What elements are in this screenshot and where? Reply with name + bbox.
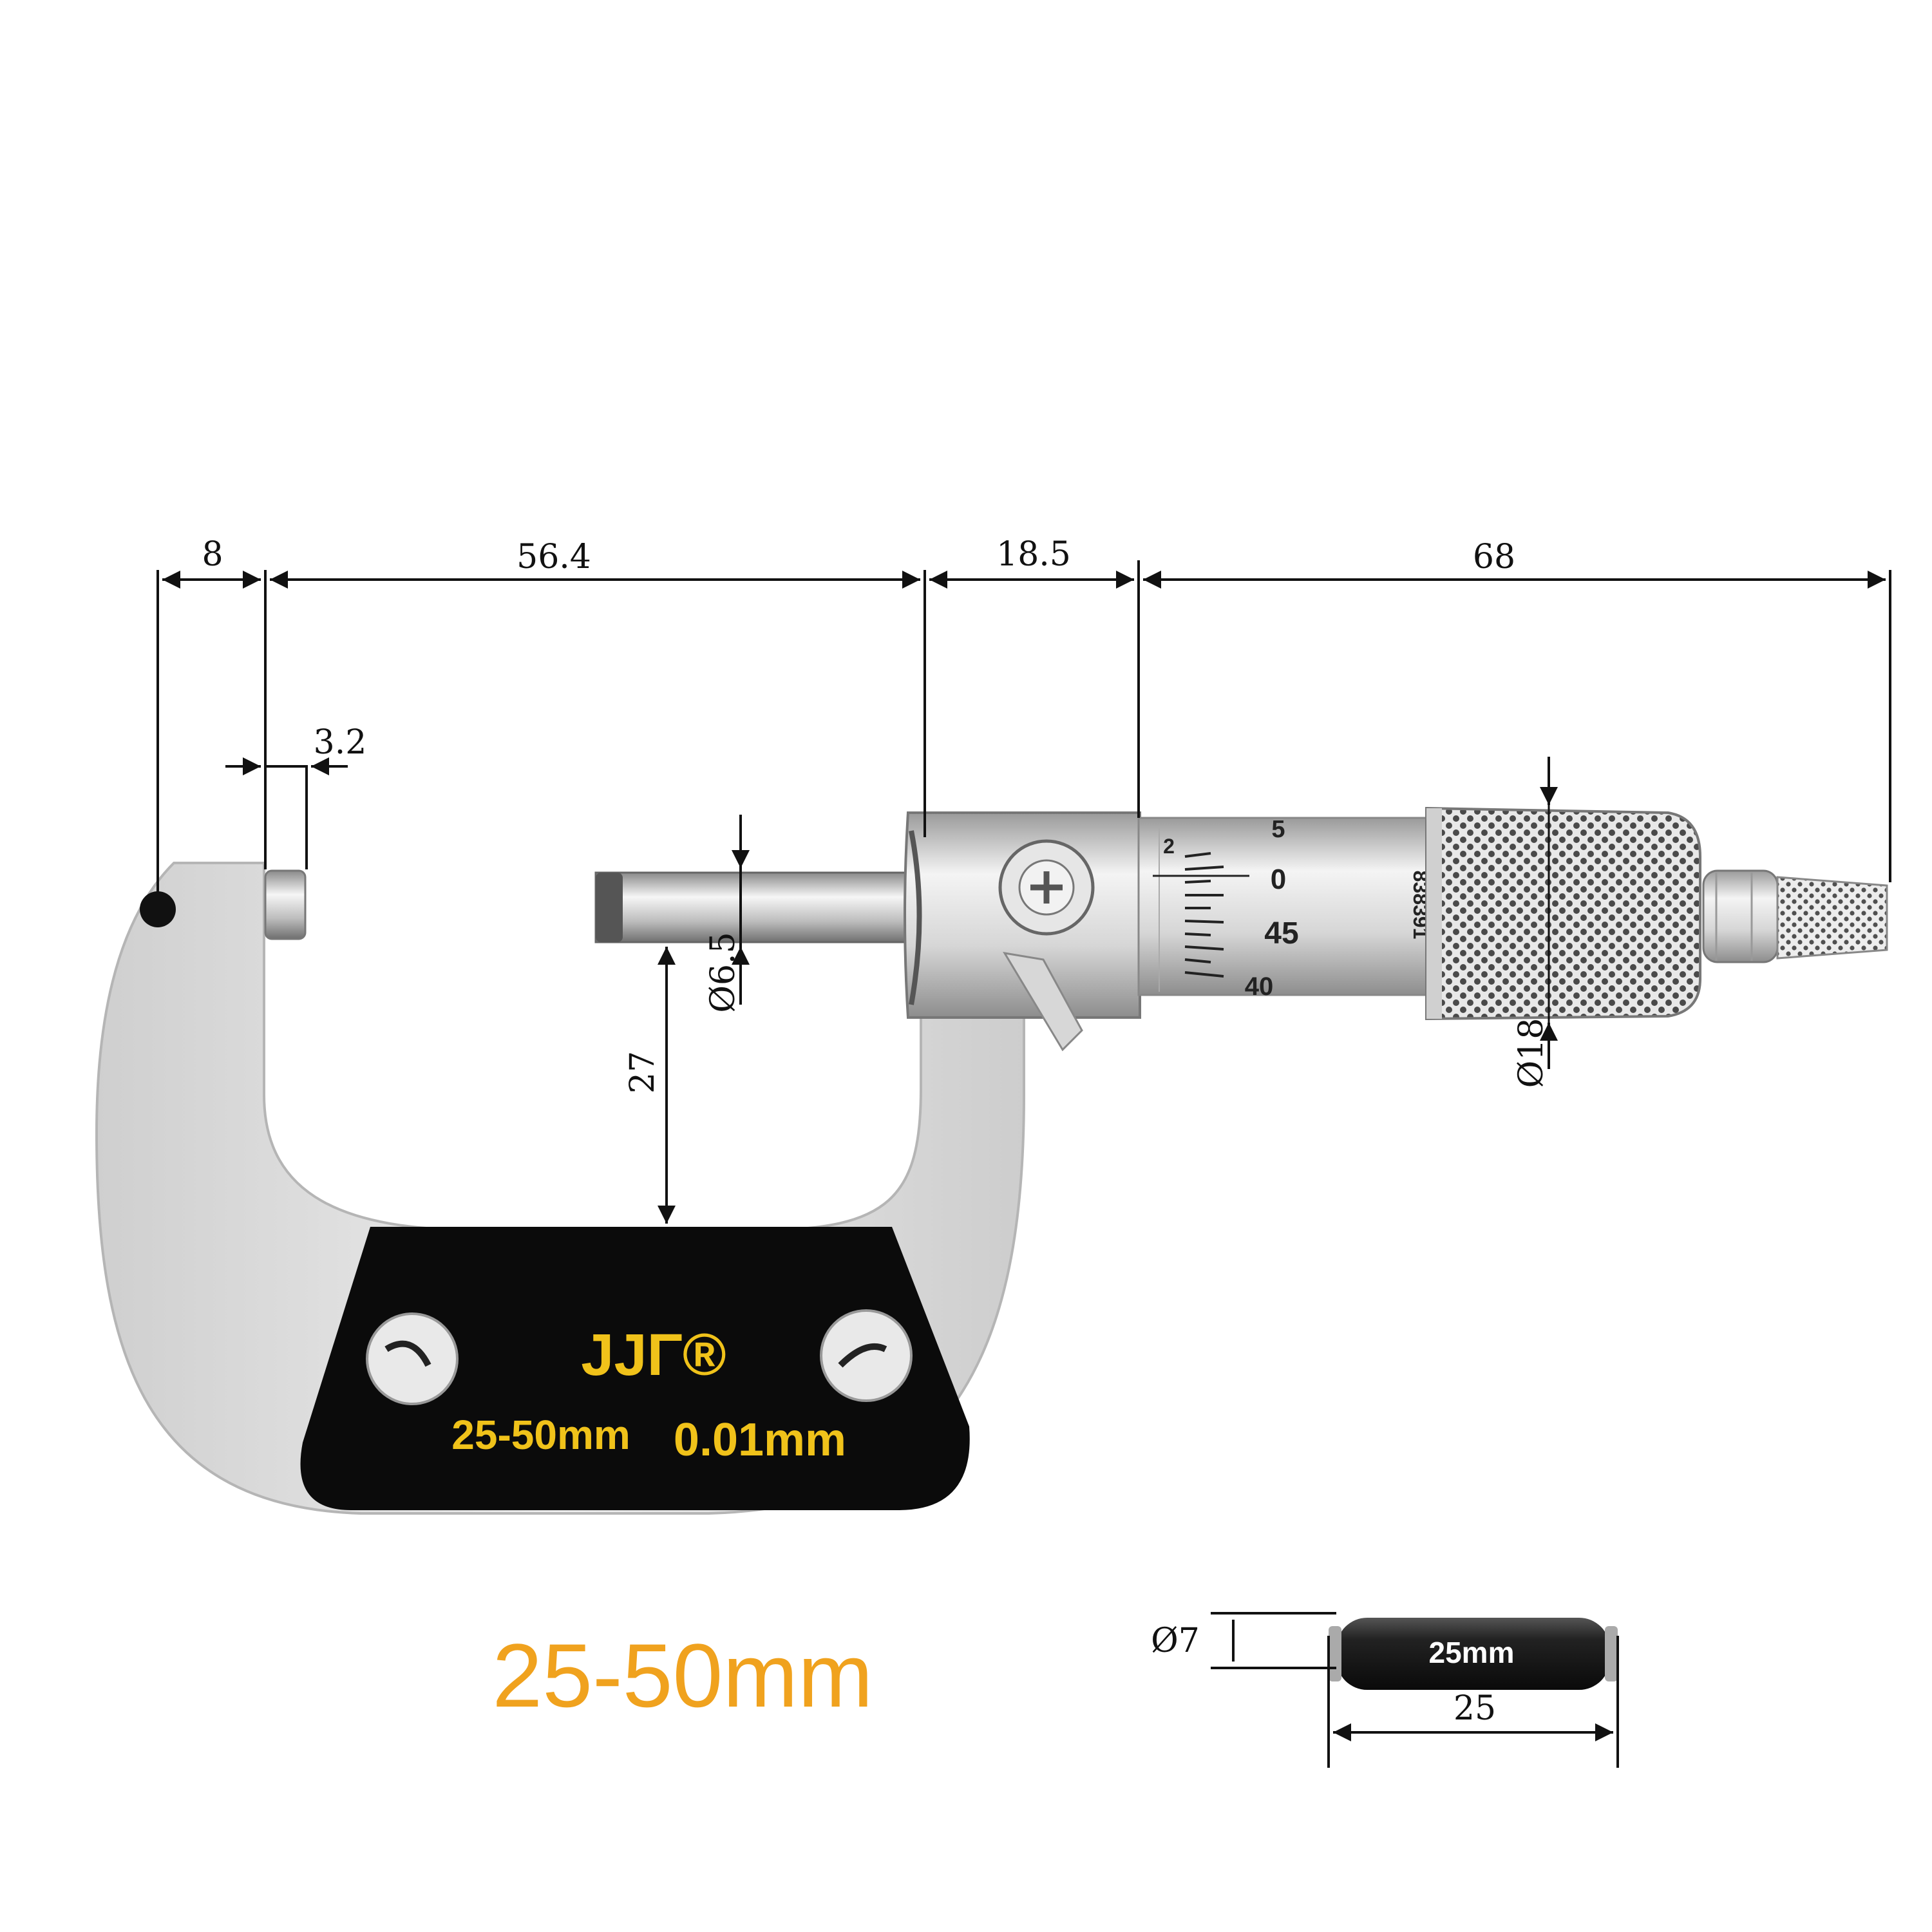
standard-rod-dimensions: [1211, 1612, 1619, 1768]
screw-right-icon: [820, 1309, 913, 1402]
brand-logo: JJΓ®: [581, 1322, 726, 1388]
standard-rod: 25mm: [1329, 1618, 1618, 1690]
product-range-label: 25-50mm: [492, 1625, 873, 1726]
sleeve-lock-housing: [904, 811, 1141, 1052]
dim-anvil-diameter: 3.2: [314, 723, 367, 762]
dim-rod-diameter: Ø7: [1151, 1622, 1200, 1660]
thimble-mark-0: 0: [1271, 864, 1286, 895]
dim-thimble-length: 68: [1473, 538, 1515, 576]
screw-left-icon: [366, 1312, 459, 1405]
spindle: [594, 871, 932, 943]
thimble-mark-45: 45: [1264, 916, 1298, 951]
thimble-mark-5: 5: [1271, 816, 1285, 843]
nameplate-resolution: 0.01mm: [674, 1414, 846, 1466]
dim-anvil-length: 8: [202, 535, 223, 574]
lock-lever[interactable]: [1003, 951, 1083, 1052]
dim-thimble-diameter: Ø18: [1512, 1018, 1551, 1088]
dim-rod-length: 25: [1454, 1689, 1496, 1728]
thimble-mark-2: 2: [1163, 835, 1175, 858]
dim-sleeve-length: 18.5: [996, 535, 1071, 574]
knurled-thimble[interactable]: [1425, 806, 1701, 1021]
dim-frame-gap: 56.4: [516, 538, 591, 576]
anvil: [140, 869, 307, 940]
dimension-lines: [156, 560, 1891, 1224]
ratchet-stop[interactable]: [1702, 869, 1888, 963]
anvil-cap-icon: [140, 891, 176, 927]
standard-rod-label: 25mm: [1429, 1636, 1515, 1669]
thimble-scale: 5 2 0 45 40 838391: [1137, 816, 1436, 1001]
dim-spindle-diameter: Ø6.5: [704, 932, 743, 1012]
nameplate: JJΓ® 25-50mm 0.01mm: [300, 1227, 970, 1510]
dim-throat-depth: 27: [623, 1051, 662, 1094]
nameplate-range: 25-50mm: [451, 1412, 630, 1458]
thimble-mark-40: 40: [1245, 972, 1274, 1001]
